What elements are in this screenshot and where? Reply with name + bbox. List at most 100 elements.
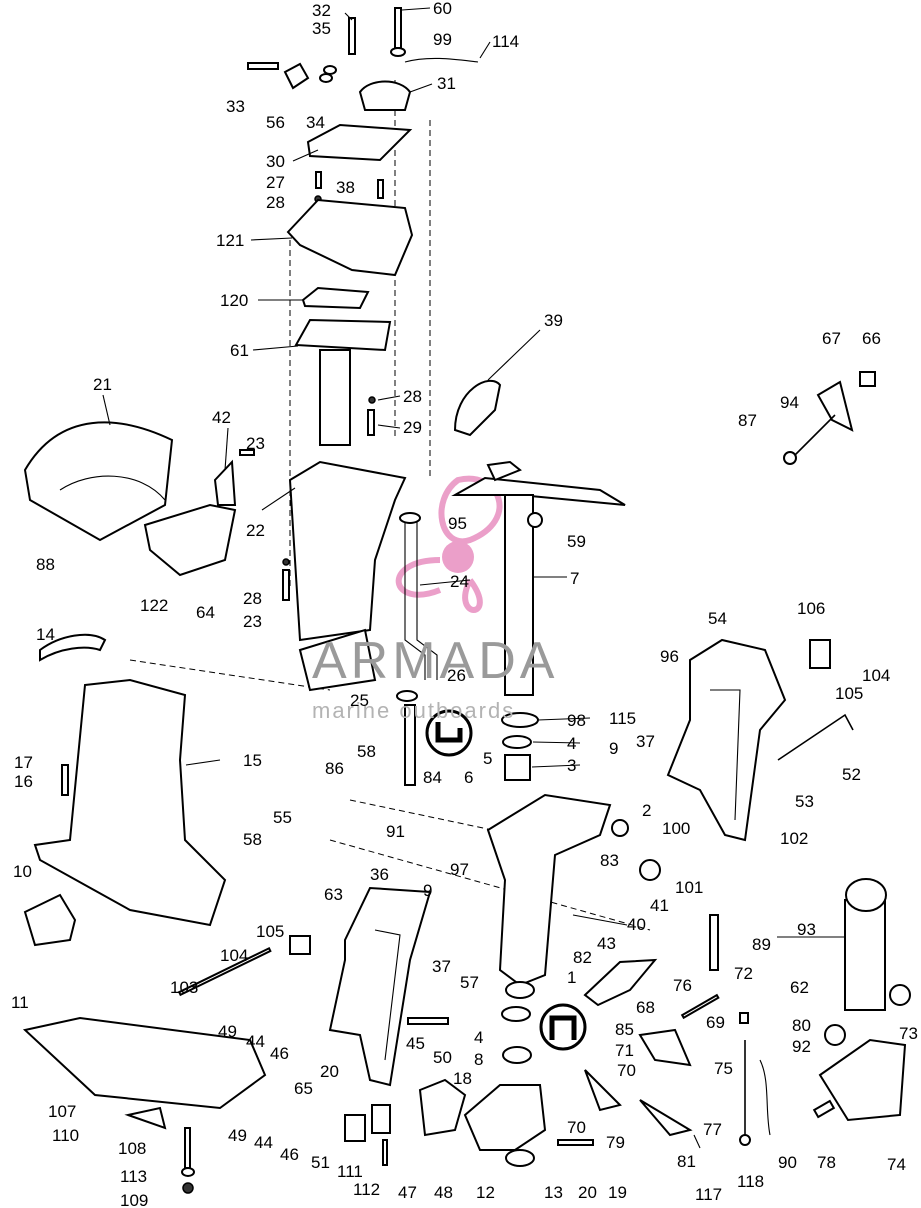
callout-87: 87: [738, 411, 757, 430]
callout-110: 110: [52, 1126, 79, 1145]
callout-75: 75: [714, 1059, 733, 1078]
callout-44b: 44: [254, 1133, 273, 1152]
callout-37b: 37: [432, 957, 451, 976]
callout-108: 108: [118, 1139, 146, 1158]
callout-58: 58: [357, 742, 376, 761]
callout-89: 89: [752, 935, 771, 954]
callout-18: 18: [453, 1069, 472, 1088]
callout-10: 10: [13, 862, 32, 881]
callout-98: 98: [567, 711, 586, 730]
callout-94: 94: [780, 393, 799, 412]
callout-50: 50: [433, 1048, 452, 1067]
callout-40: 40: [627, 915, 646, 934]
callout-5: 5: [483, 749, 492, 768]
callout-105: 105: [835, 684, 863, 703]
callout-85: 85: [615, 1020, 634, 1039]
callout-28: 28: [266, 193, 285, 212]
callout-118: 118: [737, 1172, 764, 1191]
callout-28c: 28: [243, 589, 262, 608]
callout-9b: 9: [423, 881, 432, 900]
callout-1: 1: [567, 968, 576, 987]
watermark-logo: [395, 475, 503, 613]
callout-7: 7: [570, 569, 579, 588]
callout-39: 39: [544, 311, 563, 330]
callout-13: 13: [544, 1183, 563, 1202]
callout-12: 12: [476, 1183, 495, 1202]
swivel-bracket: [486, 793, 661, 999]
callout-51: 51: [311, 1153, 330, 1172]
watermark-tagline: marine outboards: [312, 698, 515, 723]
callout-73: 73: [899, 1024, 918, 1043]
callout-59: 59: [567, 532, 586, 551]
callout-52: 52: [842, 765, 861, 784]
callout-65: 65: [294, 1079, 313, 1098]
callout-84: 84: [423, 768, 442, 787]
callout-104b: 104: [220, 946, 248, 965]
callout-54: 54: [708, 609, 727, 628]
callout-92: 92: [792, 1037, 811, 1056]
callout-38: 38: [336, 178, 355, 197]
callout-90: 90: [778, 1153, 797, 1172]
callout-81: 81: [677, 1152, 696, 1171]
callout-47: 47: [398, 1183, 417, 1202]
callout-82: 82: [573, 948, 592, 967]
callout-100: 100: [662, 819, 690, 838]
callout-107: 107: [48, 1102, 76, 1121]
callout-24: 24: [450, 572, 469, 591]
circled-symbols: [425, 709, 587, 1051]
callout-17: 17: [14, 753, 33, 772]
callout-86: 86: [325, 759, 344, 778]
callout-14: 14: [36, 625, 55, 644]
callout-28b: 28: [403, 387, 422, 406]
callout-74: 74: [887, 1155, 906, 1174]
callout-44: 44: [246, 1032, 265, 1051]
callout-32: 32: [312, 1, 331, 20]
clamp-bracket-left: [289, 886, 432, 1087]
callout-36: 36: [370, 865, 389, 884]
callout-27: 27: [266, 173, 285, 192]
callout-77: 77: [703, 1120, 722, 1139]
lower-right-levers: [583, 958, 836, 1146]
callout-61: 61: [230, 341, 249, 360]
callout-41: 41: [650, 896, 669, 915]
callout-112: 112: [353, 1180, 380, 1199]
callout-49b: 49: [228, 1126, 247, 1145]
callout-78: 78: [817, 1153, 836, 1172]
callout-95: 95: [448, 514, 467, 533]
callout-72: 72: [734, 964, 753, 983]
callout-4b: 4: [474, 1028, 483, 1047]
callout-66: 66: [862, 329, 881, 348]
callout-43: 43: [597, 934, 616, 953]
callout-15: 15: [243, 751, 262, 770]
top-cluster: [247, 7, 479, 446]
callout-42: 42: [212, 408, 231, 427]
callout-37: 37: [636, 732, 655, 751]
tilt-cylinder: [709, 878, 911, 1122]
callout-48: 48: [434, 1183, 453, 1202]
callout-35: 35: [312, 19, 331, 38]
callout-63: 63: [324, 885, 343, 904]
callout-23: 23: [246, 434, 265, 453]
callout-57: 57: [460, 973, 479, 992]
callout-97: 97: [450, 860, 469, 879]
callout-102: 102: [780, 829, 808, 848]
callout-20b: 20: [578, 1183, 597, 1202]
callout-25: 25: [350, 691, 369, 710]
swivel-symbol-icon: [539, 1003, 587, 1051]
callout-4: 4: [567, 734, 576, 753]
callout-labels: 32 35 60 99 114 31 33 56 34 30 27 38 28 …: [11, 0, 918, 1208]
callout-56: 56: [266, 113, 285, 132]
callout-26: 26: [447, 666, 466, 685]
callout-120: 120: [220, 291, 248, 310]
callout-3: 3: [567, 756, 576, 775]
callout-111: 111: [337, 1162, 363, 1181]
callout-20: 20: [320, 1062, 339, 1081]
callout-58b: 58: [243, 830, 262, 849]
callout-60: 60: [433, 0, 452, 18]
callout-83: 83: [600, 851, 619, 870]
callout-96: 96: [660, 647, 679, 666]
callout-6: 6: [464, 768, 473, 787]
callout-67: 67: [822, 329, 841, 348]
watermark-brand: ARMADA: [312, 632, 558, 690]
